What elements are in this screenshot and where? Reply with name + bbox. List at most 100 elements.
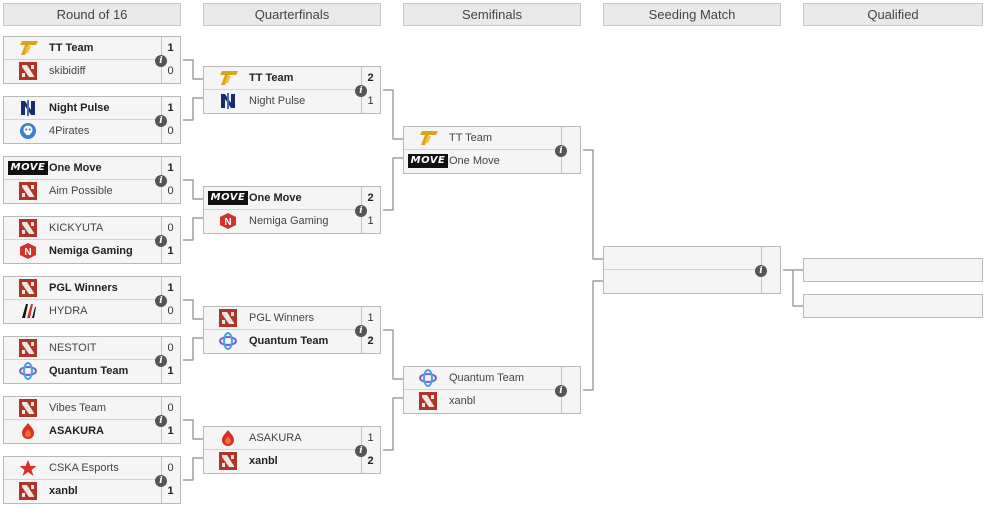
quantum-logo-icon	[8, 362, 48, 380]
team-slot[interactable]: xanbl	[404, 390, 562, 413]
team-slot[interactable]: KICKYUTA	[4, 217, 162, 240]
match-info-icon[interactable]: i	[155, 115, 167, 127]
svg-text:N: N	[224, 217, 231, 228]
qualified-slot[interactable]	[803, 258, 983, 282]
team-score: 0	[167, 342, 174, 354]
match-card[interactable]: PGL Winners Quantum Team 1 2 i	[203, 306, 381, 354]
team-slot[interactable]: Quantum Team	[204, 330, 362, 353]
team-name: TT Team	[49, 42, 94, 54]
team-score: 0	[167, 222, 174, 234]
match-card[interactable]: TT Team Night Pulse 2 1 i	[203, 66, 381, 114]
team-name: Quantum Team	[449, 372, 525, 384]
dota-logo-icon	[208, 309, 248, 327]
match-card[interactable]: PGL Winners HYDRA 1 0 i	[3, 276, 181, 324]
score-column: 0 1	[161, 217, 180, 263]
team-name: Night Pulse	[49, 102, 110, 114]
match-card[interactable]: MOVE One Move N Nemiga Gaming 2 1 i	[203, 186, 381, 234]
team-slot[interactable]: xanbl	[204, 450, 362, 473]
team-slot[interactable]: CSKA Esports	[4, 457, 162, 480]
match-card[interactable]: CSKA Esports xanbl 0 1 i	[3, 456, 181, 504]
team-slot[interactable]: Night Pulse	[4, 97, 162, 120]
team-slot[interactable]: TT Team	[204, 67, 362, 90]
round-header-round-of-16: Round of 16	[3, 3, 181, 26]
team-slot[interactable]: Quantum Team	[404, 367, 562, 390]
hydra-logo-icon	[8, 302, 48, 320]
match-info-icon[interactable]: i	[355, 325, 367, 337]
team-score: 1	[167, 485, 174, 497]
dota-logo-icon	[208, 452, 248, 470]
team-slot[interactable]	[604, 247, 762, 270]
qualified-slot[interactable]	[803, 294, 983, 318]
team-slot[interactable]: N Nemiga Gaming	[204, 210, 362, 233]
match-info-icon[interactable]: i	[155, 235, 167, 247]
match-info-icon[interactable]: i	[155, 295, 167, 307]
team-slot[interactable]: N Nemiga Gaming	[4, 240, 162, 263]
team-slot[interactable]: Aim Possible	[4, 180, 162, 203]
match-info-icon[interactable]: i	[555, 385, 567, 397]
team-slot[interactable]	[604, 270, 762, 293]
match-card[interactable]: ASAKURA xanbl 1 2 i	[203, 426, 381, 474]
team-slot[interactable]: Quantum Team	[4, 360, 162, 383]
team-name: PGL Winners	[49, 282, 118, 294]
empty-logo	[608, 249, 648, 267]
match-info-icon[interactable]: i	[155, 415, 167, 427]
match-info-icon[interactable]: i	[755, 265, 767, 277]
team-score: 1	[167, 425, 174, 437]
team-name: One Move	[49, 162, 102, 174]
team-name: Quantum Team	[49, 365, 129, 377]
match-card[interactable]: KICKYUTA N Nemiga Gaming 0 1 i	[3, 216, 181, 264]
team-slot[interactable]: xanbl	[4, 480, 162, 503]
move-logo-text: MOVE	[207, 191, 249, 205]
team-name: Night Pulse	[249, 95, 306, 107]
asakura-logo-icon	[8, 422, 48, 440]
team-slot[interactable]: MOVE One Move	[4, 157, 162, 180]
team-slot[interactable]: PGL Winners	[204, 307, 362, 330]
match-info-icon[interactable]: i	[155, 55, 167, 67]
score-column: 0 1	[161, 457, 180, 503]
quantum-logo-icon	[208, 332, 248, 350]
team-slot[interactable]: skibidiff	[4, 60, 162, 83]
team-score: 0	[167, 185, 174, 197]
team-name: KICKYUTA	[49, 222, 104, 234]
match-card[interactable]: TT Team skibidiff 1 0 i	[3, 36, 181, 84]
team-slot[interactable]: Vibes Team	[4, 397, 162, 420]
team-slot[interactable]: TT Team	[404, 127, 562, 150]
match-info-icon[interactable]: i	[155, 175, 167, 187]
match-card[interactable]: TT Team MOVE One Move i	[403, 126, 581, 174]
team-name: TT Team	[249, 72, 294, 84]
match-card[interactable]: i	[603, 246, 781, 294]
team-slot[interactable]: PGL Winners	[4, 277, 162, 300]
team-slot[interactable]: ASAKURA	[4, 420, 162, 443]
team-slot[interactable]: 4Pirates	[4, 120, 162, 143]
match-card[interactable]: Quantum Team xanbl i	[403, 366, 581, 414]
dota-logo-icon	[8, 219, 48, 237]
team-slot[interactable]: Night Pulse	[204, 90, 362, 113]
team-slot[interactable]: MOVE One Move	[204, 187, 362, 210]
match-card[interactable]: NESTOIT Quantum Team 0 1 i	[3, 336, 181, 384]
team-name: xanbl	[449, 395, 476, 407]
match-info-icon[interactable]: i	[355, 85, 367, 97]
team-slot[interactable]: HYDRA	[4, 300, 162, 323]
team-slot[interactable]: MOVE One Move	[404, 150, 562, 173]
match-card[interactable]: Night Pulse 4Pirates 1 0 i	[3, 96, 181, 144]
match-info-icon[interactable]: i	[155, 475, 167, 487]
match-info-icon[interactable]: i	[355, 205, 367, 217]
team-slot[interactable]: NESTOIT	[4, 337, 162, 360]
team-name: xanbl	[49, 485, 78, 497]
match-info-icon[interactable]: i	[155, 355, 167, 367]
team-score: 1	[367, 215, 374, 227]
dota-logo-icon	[8, 399, 48, 417]
score-column: 0 1	[161, 397, 180, 443]
match-card[interactable]: Vibes Team ASAKURA 0 1 i	[3, 396, 181, 444]
score-column: 2 1	[361, 67, 380, 113]
match-info-icon[interactable]: i	[355, 445, 367, 457]
team-name: skibidiff	[49, 65, 86, 77]
team-slot[interactable]: ASAKURA	[204, 427, 362, 450]
team-score: 0	[167, 462, 174, 474]
nightpulse-logo-icon	[8, 99, 48, 117]
match-info-icon[interactable]: i	[555, 145, 567, 157]
match-card[interactable]: MOVE One Move Aim Possible 1 0 i	[3, 156, 181, 204]
team-score: 1	[367, 432, 374, 444]
team-slot[interactable]: TT Team	[4, 37, 162, 60]
dota-logo-icon	[8, 182, 48, 200]
